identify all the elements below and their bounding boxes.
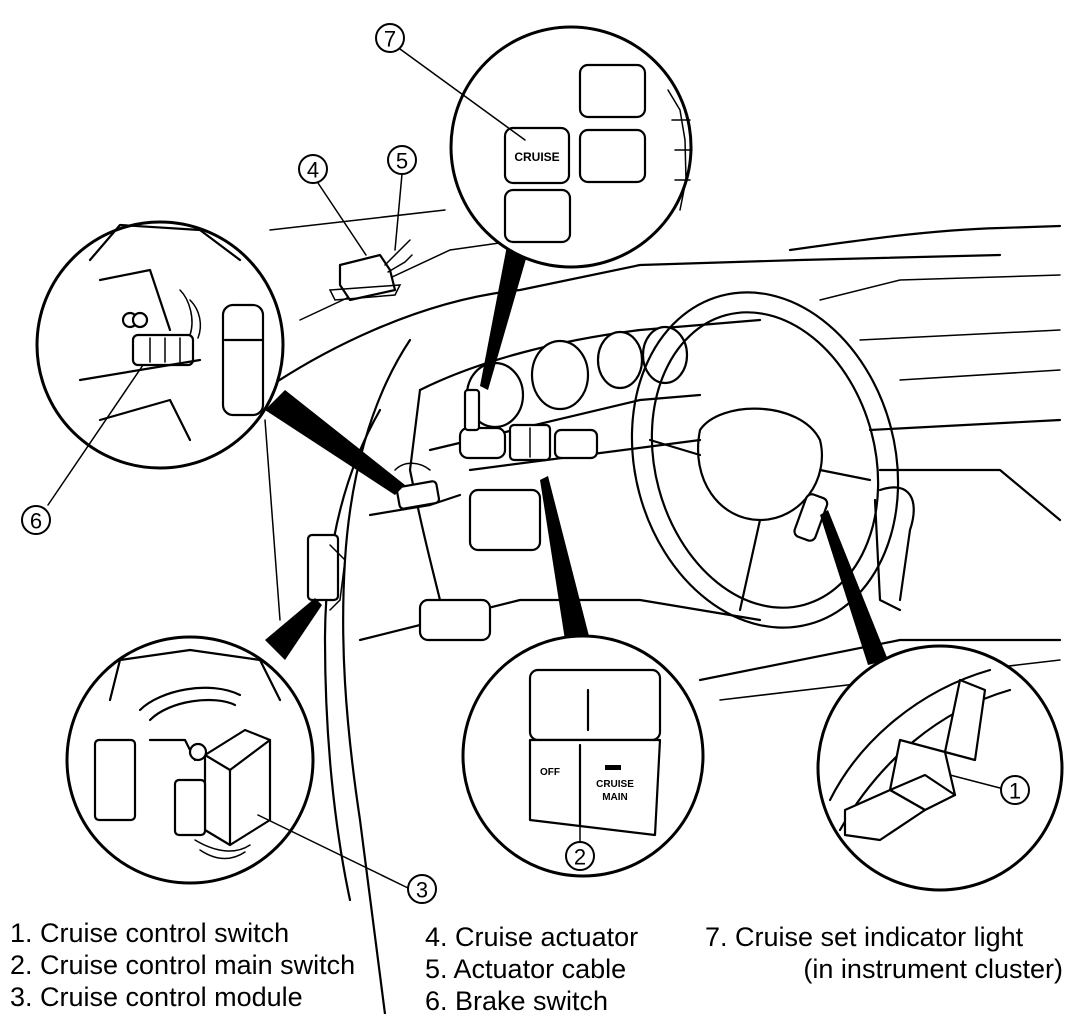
callout-4: 4 bbox=[298, 154, 328, 184]
legend-item-3: 3. Cruise control module bbox=[10, 982, 303, 1012]
callout-7-label: 7 bbox=[384, 27, 396, 52]
legend-item-5: 5. Actuator cable bbox=[425, 954, 627, 984]
callout-6-label: 6 bbox=[30, 509, 42, 534]
main-switch-off-label: OFF bbox=[540, 767, 560, 778]
callout-7: 7 bbox=[375, 23, 405, 53]
legend-item-2: 2. Cruise control main switch bbox=[10, 950, 356, 980]
legend-column-3: 7. Cruise set indicator light (in instru… bbox=[705, 921, 1063, 985]
dashboard-drawing bbox=[248, 209, 1062, 1014]
callout-4-label: 4 bbox=[307, 158, 319, 183]
main-switch-main-label: MAIN bbox=[602, 792, 628, 803]
inset-main-switch: OFF CRUISE MAIN bbox=[461, 634, 705, 878]
legend-item-1: 1. Cruise control switch bbox=[10, 918, 290, 948]
callout-5: 5 bbox=[387, 145, 417, 175]
callout-2: 2 bbox=[565, 841, 595, 871]
callout-5-label: 5 bbox=[396, 149, 408, 174]
legend-item-6: 6. Brake switch bbox=[425, 986, 609, 1016]
inset-brake-switch bbox=[35, 220, 285, 470]
legend-item-4: 4. Cruise actuator bbox=[425, 922, 639, 952]
legend-column-2: 4. Cruise actuator 5. Actuator cable 6. … bbox=[425, 921, 638, 1017]
callout-3-label: 3 bbox=[416, 878, 428, 903]
legend-column-1: 1. Cruise control switch 2. Cruise contr… bbox=[10, 917, 355, 1013]
inset-control-module bbox=[65, 635, 315, 885]
callout-2-label: 2 bbox=[574, 845, 586, 870]
callout-1: 1 bbox=[1000, 775, 1030, 805]
leader-lines bbox=[47, 48, 1001, 889]
indicator-cruise-label: CRUISE bbox=[514, 150, 559, 164]
legend-item-7: 7. Cruise set indicator light bbox=[705, 922, 1024, 952]
callout-3: 3 bbox=[407, 874, 437, 904]
main-switch-cruise-label: CRUISE bbox=[596, 779, 634, 790]
callout-6: 6 bbox=[21, 505, 51, 535]
inset-cruise-switch bbox=[816, 644, 1064, 892]
inset-indicator-light: CRUISE bbox=[449, 25, 693, 269]
inset-connectors bbox=[265, 230, 888, 665]
callout-1-label: 1 bbox=[1009, 779, 1021, 804]
legend-item-7-note: (in instrument cluster) bbox=[803, 954, 1063, 984]
